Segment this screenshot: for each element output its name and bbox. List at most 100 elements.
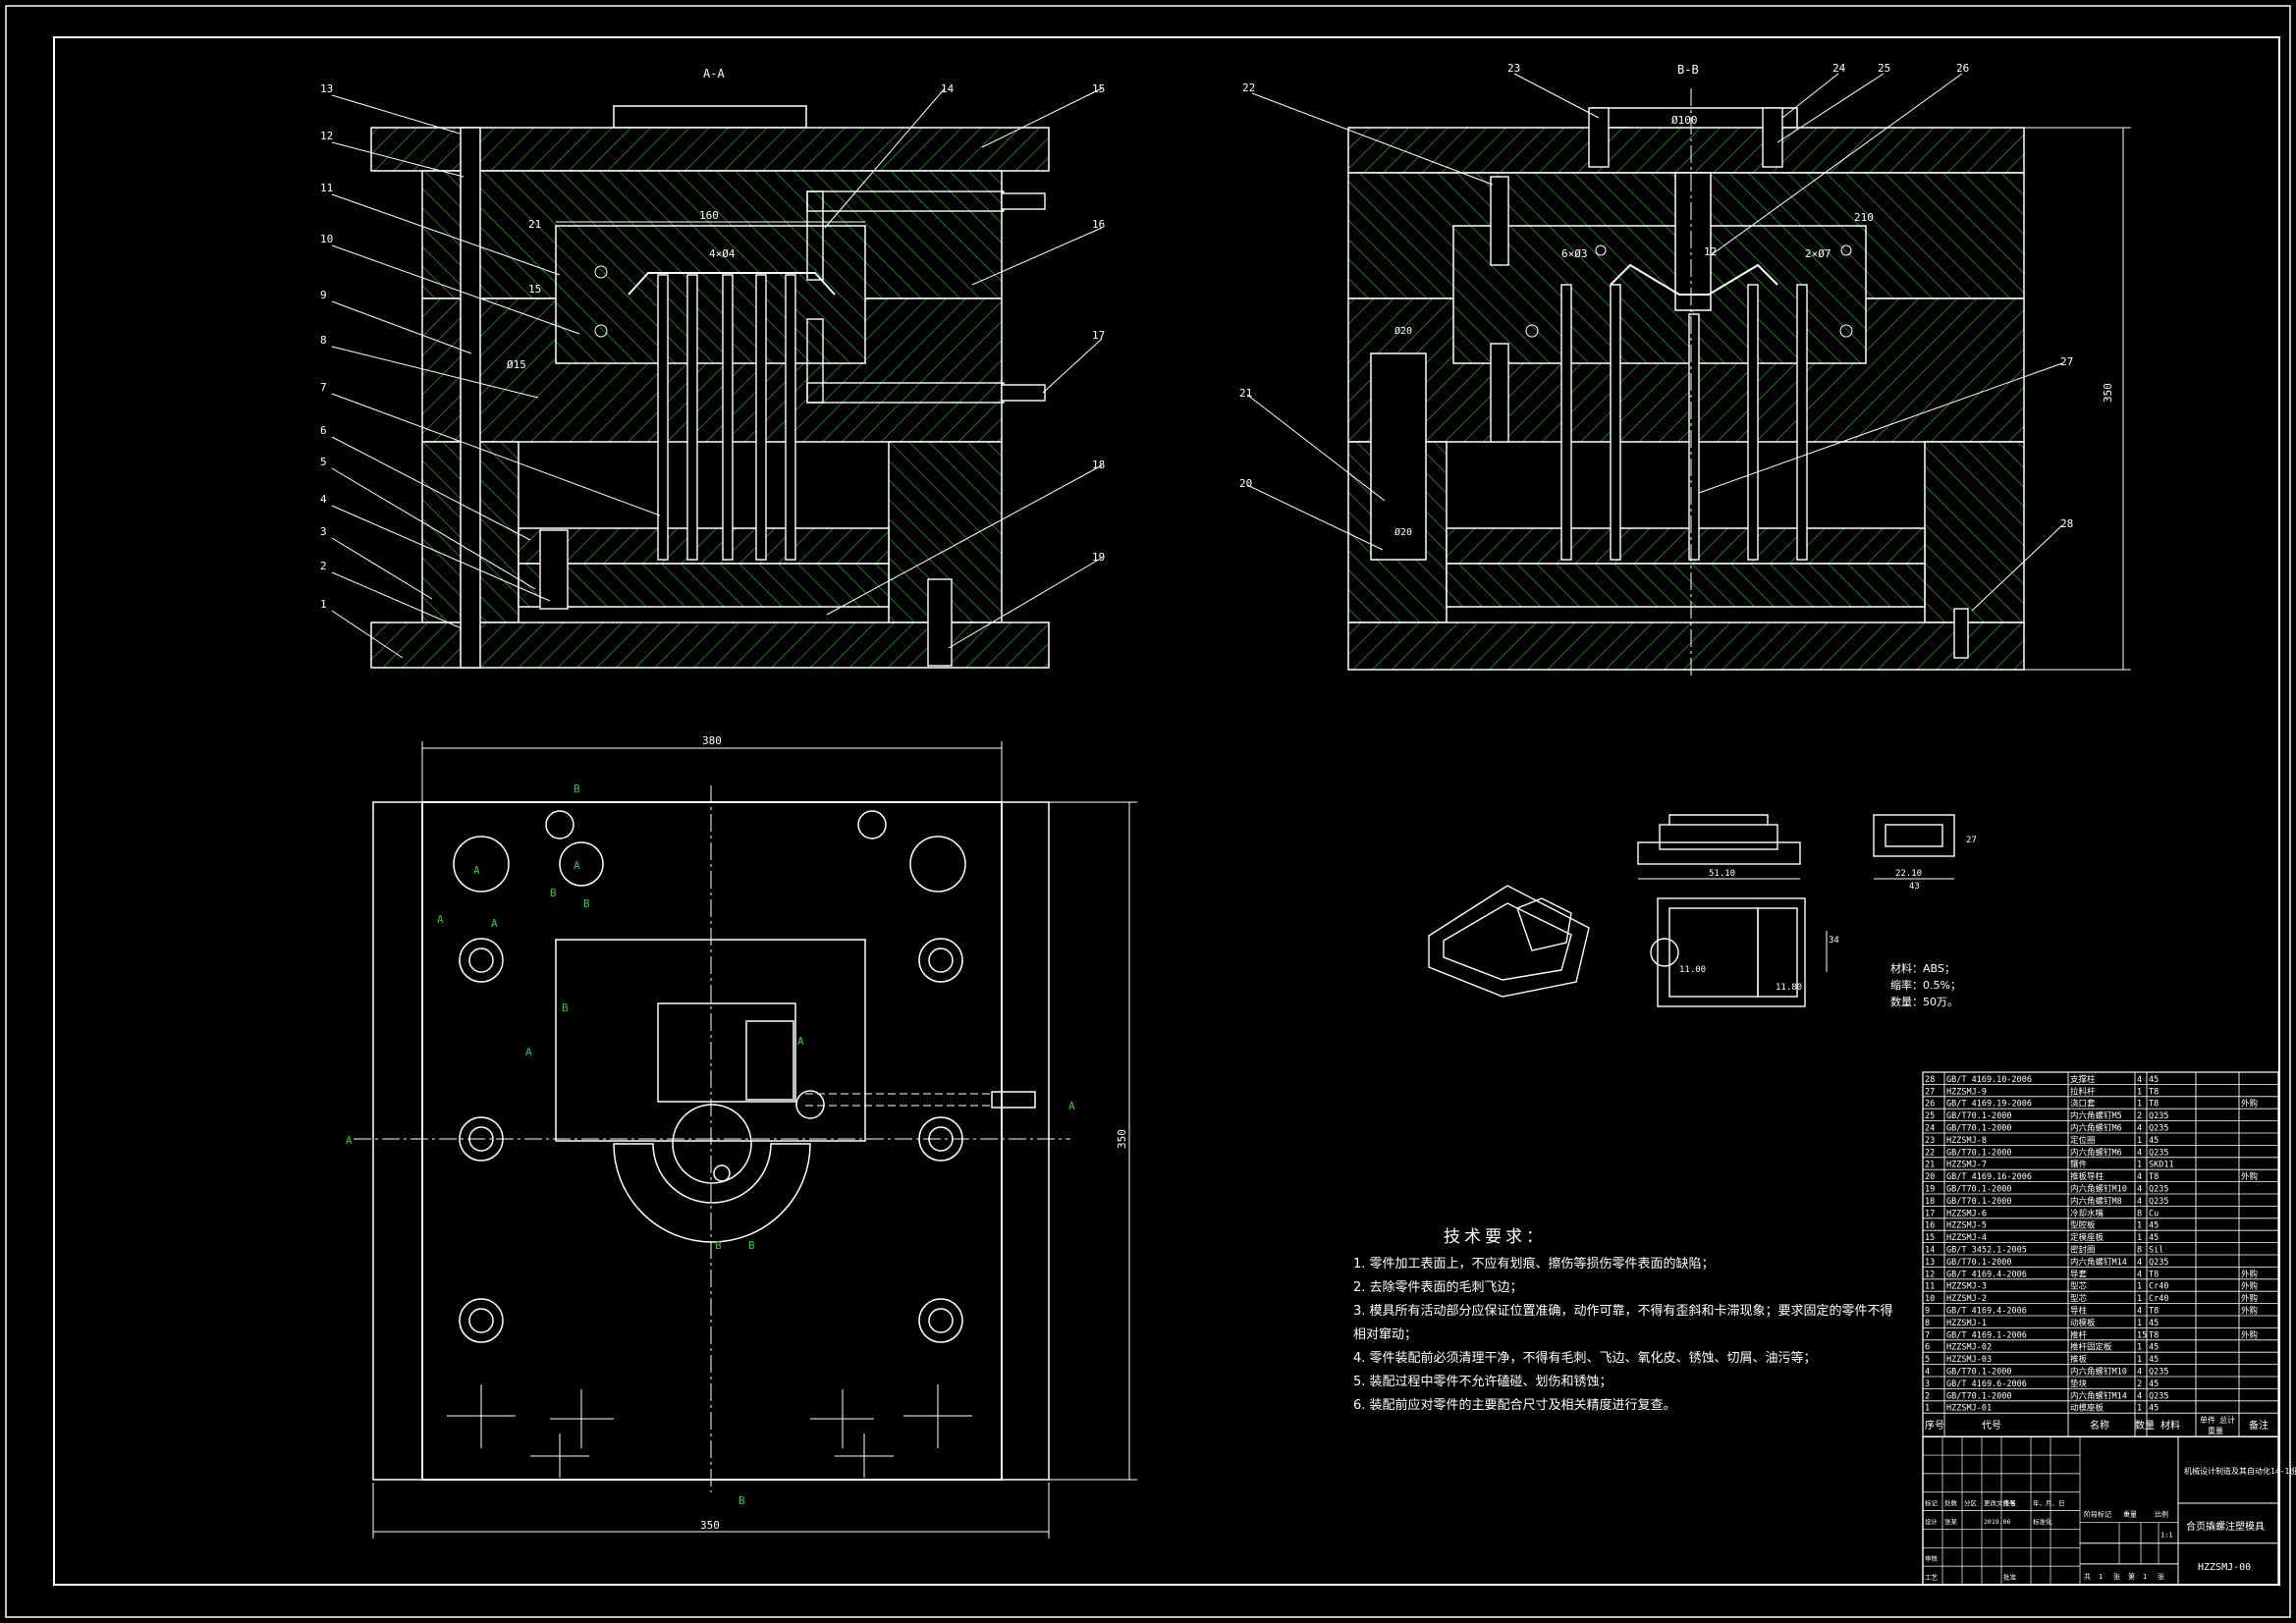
- title-cell: 标记: [1925, 1498, 1939, 1507]
- bom-cell: 内六角螺钉M8: [2070, 1196, 2122, 1207]
- leaders-aa: 13 12 11 10 9 8 7 6 5 4 3 2 1 14 15 16 1…: [320, 82, 1105, 659]
- dim-15: Ø15: [507, 358, 526, 371]
- dim-right-height: 350: [1116, 1129, 1128, 1149]
- dim-34: 34: [1829, 936, 1839, 946]
- dim-20b: Ø20: [1394, 526, 1412, 538]
- leader-1: 1: [320, 598, 327, 611]
- bom-cell: 2: [2137, 1380, 2142, 1389]
- section-bb-label: B-B: [1677, 63, 1699, 77]
- bom-header-cell: 备注: [2249, 1419, 2269, 1432]
- leader-5: 5: [320, 456, 327, 468]
- tech-title: 技术要求：: [1444, 1227, 1547, 1247]
- leader-16: 16: [1092, 218, 1105, 231]
- bom-cell: GB/T 4169.1-2006: [1946, 1330, 2027, 1340]
- dim-43: 43: [1909, 882, 1920, 892]
- bom-cell: 1: [2137, 1319, 2142, 1328]
- bom-cell: 2: [2137, 1111, 2142, 1121]
- bom-cell: 外购: [2241, 1269, 2258, 1279]
- svg-text:A: A: [491, 917, 498, 930]
- stage-label: 阶段标记: [2084, 1510, 2111, 1519]
- bom-cell: 15: [1925, 1233, 1935, 1243]
- bom-header-cell: 材料: [2160, 1419, 2180, 1432]
- leader-14: 14: [941, 82, 955, 95]
- bom-cell: 4: [1925, 1368, 1930, 1378]
- bom-cell: 26: [1925, 1100, 1935, 1109]
- bom-cell: 4: [2137, 1270, 2142, 1279]
- svg-text:A: A: [346, 1134, 353, 1147]
- bom-cell: 19: [1925, 1185, 1935, 1195]
- material-notes: 材料：ABS； 缩率：0.5%； 数量：50万。: [1890, 960, 1961, 1010]
- bom-cell: 1: [2137, 1233, 2142, 1243]
- bom-cell: 4: [2137, 1391, 2142, 1401]
- bom-cell: HZZSMJ-01: [1946, 1404, 1992, 1414]
- bom-cell: 4: [2137, 1185, 2142, 1195]
- title-cell: 标准化: [2033, 1517, 2052, 1526]
- leader-19: 19: [1092, 551, 1105, 564]
- dim-5110: 51.10: [1709, 869, 1735, 879]
- bom-cell: T8: [2149, 1100, 2159, 1109]
- bom-cell: T8: [2149, 1307, 2159, 1317]
- bom-cell: 45: [2149, 1221, 2159, 1231]
- bom-cell: T8: [2149, 1172, 2159, 1182]
- bom-cell: 外购: [2241, 1306, 2258, 1317]
- bom-cell: GB/T70.1-2000: [1946, 1197, 2012, 1207]
- bom-cell: 1: [2137, 1087, 2142, 1097]
- tech-item: 4. 零件装配前必须清理干净，不得有毛刺、飞边、氧化皮、锈蚀、切屑、油污等；: [1353, 1351, 1817, 1366]
- drawing-name: 合页撬螺注塑模具: [2186, 1520, 2265, 1533]
- bom-cell: SKD11: [2149, 1161, 2174, 1170]
- school-name: 机械设计制造及其自动化14-1班: [2184, 1466, 2296, 1476]
- bom-cell: T8: [2149, 1330, 2159, 1340]
- svg-text:B: B: [562, 1001, 569, 1014]
- leader-15: 15: [1092, 82, 1105, 95]
- bom-cell: 4: [2137, 1124, 2142, 1134]
- bom-header-cell: 重量: [2208, 1426, 2223, 1435]
- bom-cell: 外购: [2241, 1329, 2258, 1340]
- title-cell: 处数: [1944, 1498, 1958, 1507]
- bom-cell: 45: [2149, 1404, 2159, 1414]
- bom-cell: 4: [2137, 1148, 2142, 1158]
- dim-top-width: 380: [702, 734, 722, 747]
- bom-cell: 12: [1925, 1270, 1935, 1279]
- bom-cell: 外购: [2241, 1099, 2258, 1109]
- dim-bb-height: 350: [2102, 383, 2114, 403]
- bom-cell: Q235: [2149, 1258, 2168, 1268]
- bom-cell: 1: [2137, 1343, 2142, 1353]
- bom-cell: 推杆固定板: [2070, 1342, 2112, 1353]
- bom-cell: T8: [2149, 1087, 2159, 1097]
- bom-cell: GB/T 4169.16-2006: [1946, 1172, 2032, 1182]
- bom-cell: 推板: [2070, 1354, 2088, 1365]
- leader-28: 28: [2060, 517, 2073, 530]
- leader-10: 10: [320, 233, 333, 245]
- weight-label: 重量: [2123, 1511, 2137, 1519]
- svg-text:B: B: [738, 1494, 745, 1507]
- leader-17: 17: [1092, 329, 1105, 342]
- bom-cell: GB/T70.1-2000: [1946, 1124, 2012, 1134]
- bom-cell: Q235: [2149, 1148, 2168, 1158]
- leader-18: 18: [1092, 459, 1105, 471]
- bom-cell: Q235: [2149, 1185, 2168, 1195]
- plan-view: [354, 741, 1137, 1539]
- leaders-bb: 22 23 24 25 26 27 21 20 28: [1239, 62, 2073, 612]
- bom-cell: T8: [2149, 1270, 2159, 1279]
- bom-cell: HZZSMJ-8: [1946, 1136, 1987, 1146]
- bom-cell: Q235: [2149, 1368, 2168, 1378]
- bom-cell: 支撑柱: [2070, 1074, 2096, 1085]
- dim-12: 12: [1704, 245, 1717, 258]
- dim-160: 160: [699, 209, 719, 222]
- section-bb: B-B Ø100: [1347, 63, 2131, 677]
- leader-23: 23: [1507, 62, 1520, 75]
- title-cell: 2019.06: [1984, 1518, 2010, 1526]
- bom-cell: 45: [2149, 1233, 2159, 1243]
- inner-frame: [53, 36, 2280, 1586]
- bom-cell: 1: [2137, 1161, 2142, 1170]
- bom-cell: 17: [1925, 1209, 1935, 1218]
- bom-cell: 45: [2149, 1136, 2159, 1146]
- bom-header-cell: 名称: [2090, 1419, 2109, 1432]
- title-cell: 分区: [1964, 1498, 1978, 1507]
- bom-cell: HZZSMJ-4: [1946, 1233, 1987, 1243]
- bom-cell: 拉料杆: [2070, 1086, 2096, 1097]
- dim-4x: 4×Ø4: [709, 247, 736, 260]
- title-cell: 签名: [2003, 1498, 2016, 1507]
- bom-cell: GB/T70.1-2000: [1946, 1391, 2012, 1401]
